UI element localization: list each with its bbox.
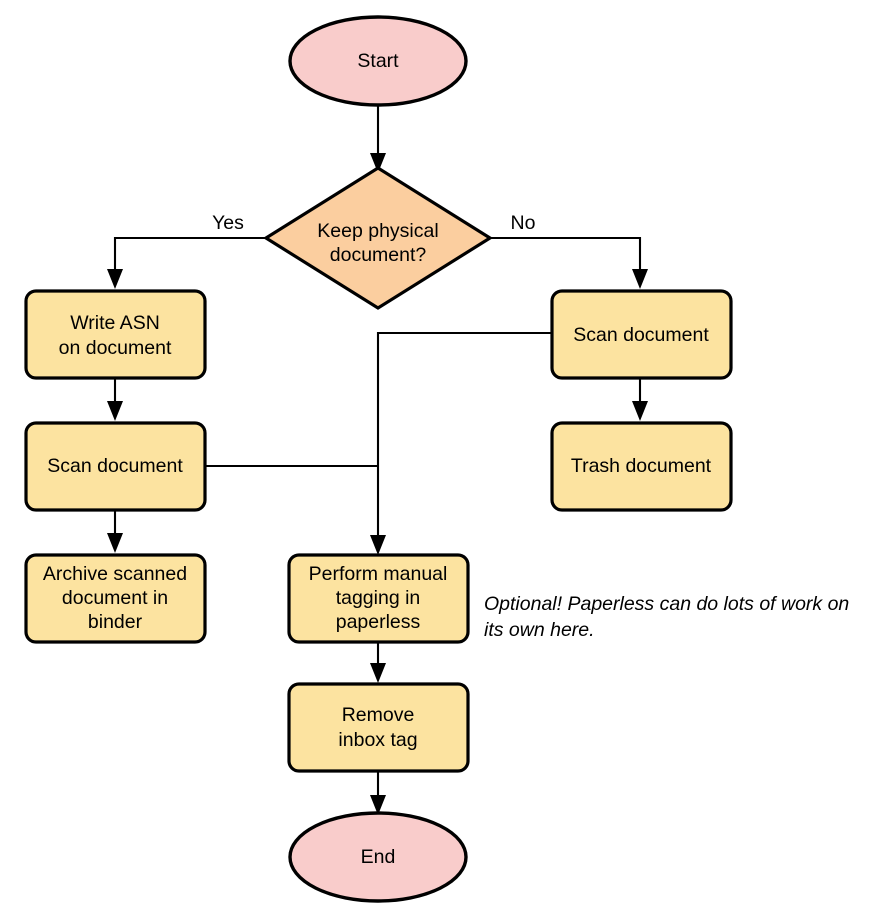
node-remove-inbox-tag[interactable]: Remove inbox tag xyxy=(287,682,470,773)
write-asn-box[interactable] xyxy=(24,289,207,380)
edge-scan-right-to-tagging xyxy=(370,331,552,555)
tagging-box[interactable] xyxy=(287,553,470,644)
remove-inbox-box[interactable] xyxy=(287,682,470,773)
edge-remove-inbox-to-end xyxy=(370,772,386,815)
start-label: Start xyxy=(357,50,399,72)
node-decision-keep-physical-document[interactable]: Keep physical document? xyxy=(262,166,494,310)
edge-line-scanright-tagging xyxy=(376,331,552,545)
arrowhead-start-decision xyxy=(370,153,386,173)
tagging-label-line1: Perform manual xyxy=(309,563,448,585)
edge-decision-no-to-scan-right xyxy=(490,236,648,289)
annotation-optional-note: Optional! Paperless can do lots of work … xyxy=(484,593,849,641)
edge-label-no: No xyxy=(511,212,536,234)
tagging-label-line2: tagging in xyxy=(336,587,421,609)
edge-tagging-to-remove-inbox xyxy=(370,642,386,683)
node-scan-document-right[interactable]: Scan document xyxy=(550,289,733,380)
write-asn-label-line2: on document xyxy=(59,337,172,359)
decision-label-line1: Keep physical xyxy=(317,220,438,242)
end-label: End xyxy=(361,846,396,868)
trash-document-box[interactable] xyxy=(550,421,733,512)
optional-note-line1: Optional! Paperless can do lots of work … xyxy=(484,593,849,615)
decision-diamond[interactable] xyxy=(262,166,494,310)
node-archive-scanned-document[interactable]: Archive scanned document in binder xyxy=(24,553,207,644)
node-end[interactable]: End xyxy=(288,811,468,903)
arrowhead-yes xyxy=(107,269,123,289)
arrowhead-scanleft-archive xyxy=(107,533,123,553)
archive-label-line2: document in xyxy=(62,587,168,609)
edge-decision-yes-to-write-asn xyxy=(107,236,266,289)
node-trash-document[interactable]: Trash document xyxy=(550,421,733,512)
arrowhead-no xyxy=(632,269,648,289)
edge-write-asn-to-scan-left xyxy=(107,378,123,421)
edge-line-no xyxy=(490,236,642,279)
end-ellipse[interactable] xyxy=(288,811,468,903)
node-write-asn-on-document[interactable]: Write ASN on document xyxy=(24,289,207,380)
start-ellipse[interactable] xyxy=(288,15,468,107)
scan-document-left-box[interactable] xyxy=(24,421,207,512)
edge-line-yes xyxy=(113,236,266,279)
archive-label-line3: binder xyxy=(88,611,143,633)
trash-document-label: Trash document xyxy=(571,455,712,477)
archive-box[interactable] xyxy=(24,553,207,644)
arrowhead-remove-end xyxy=(370,795,386,815)
arrowhead-scanright-tagging xyxy=(370,535,386,555)
edge-start-to-decision xyxy=(370,106,386,173)
scan-document-right-box[interactable] xyxy=(550,289,733,380)
node-perform-manual-tagging[interactable]: Perform manual tagging in paperless xyxy=(287,553,470,644)
arrowhead-writeasn-scanleft xyxy=(107,401,123,421)
arrowhead-scanright-trash xyxy=(632,401,648,421)
scan-document-left-label: Scan document xyxy=(47,455,183,477)
arrowhead-tagging-remove xyxy=(370,663,386,683)
edge-scan-left-to-archive xyxy=(107,510,123,553)
node-start[interactable]: Start xyxy=(288,15,468,107)
remove-inbox-label-line2: inbox tag xyxy=(338,729,417,751)
edge-label-yes: Yes xyxy=(212,212,244,234)
write-asn-label-line1: Write ASN xyxy=(70,312,160,334)
edge-scan-right-to-trash xyxy=(632,378,648,421)
optional-note-line2: its own here. xyxy=(484,619,595,641)
remove-inbox-label-line1: Remove xyxy=(342,704,415,726)
tagging-label-line3: paperless xyxy=(336,611,421,633)
decision-label-line2: document? xyxy=(330,244,427,266)
node-scan-document-left[interactable]: Scan document xyxy=(24,421,207,512)
archive-label-line1: Archive scanned xyxy=(43,563,187,585)
scan-document-right-label: Scan document xyxy=(573,324,709,346)
